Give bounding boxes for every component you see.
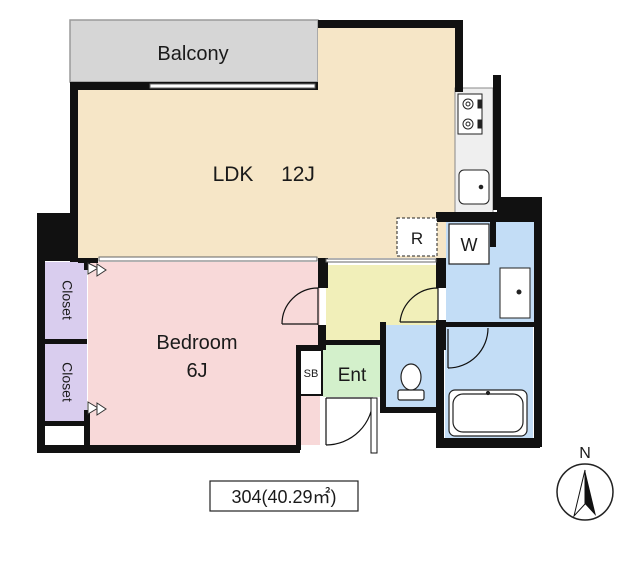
closet-lower-label: Closet: [59, 362, 75, 402]
washer-label: W: [461, 235, 478, 255]
ldk-size-label: 12J: [281, 163, 315, 186]
bathtub-icon: [448, 389, 528, 437]
refrigerator-label: R: [411, 229, 423, 248]
unit-label-box: [209, 480, 359, 512]
balcony-area: [69, 19, 319, 83]
stove-icon: [457, 93, 483, 135]
bedroom-label: Bedroom: [156, 332, 237, 354]
toilet-icon: [397, 363, 425, 401]
shoe-box-label: SB: [304, 368, 319, 380]
washer-box: [448, 223, 490, 265]
ldk-area: [78, 28, 455, 258]
refrigerator-box: [396, 217, 438, 257]
closet-upper-label: Closet: [59, 280, 75, 320]
closet-upper-area: [45, 262, 87, 339]
entrance-area: [323, 345, 381, 397]
closet-doors: [87, 262, 107, 416]
wash-basin-icon: [499, 267, 531, 319]
walls: [37, 20, 542, 453]
kitchen-sink-icon: [458, 169, 490, 205]
windows: [98, 83, 437, 263]
closet-lower-area: [45, 343, 87, 421]
north-label: N: [579, 445, 591, 462]
north-compass-icon: N: [556, 445, 614, 521]
ldk-label: LDK: [213, 163, 254, 186]
unit-label: 304(40.29㎡): [231, 486, 336, 507]
balcony-label: Balcony: [157, 43, 228, 65]
bedroom-area: [88, 262, 320, 445]
bedroom-size-label: 6J: [186, 360, 207, 382]
entrance-label: Ent: [338, 365, 367, 386]
doors: [281, 287, 489, 454]
